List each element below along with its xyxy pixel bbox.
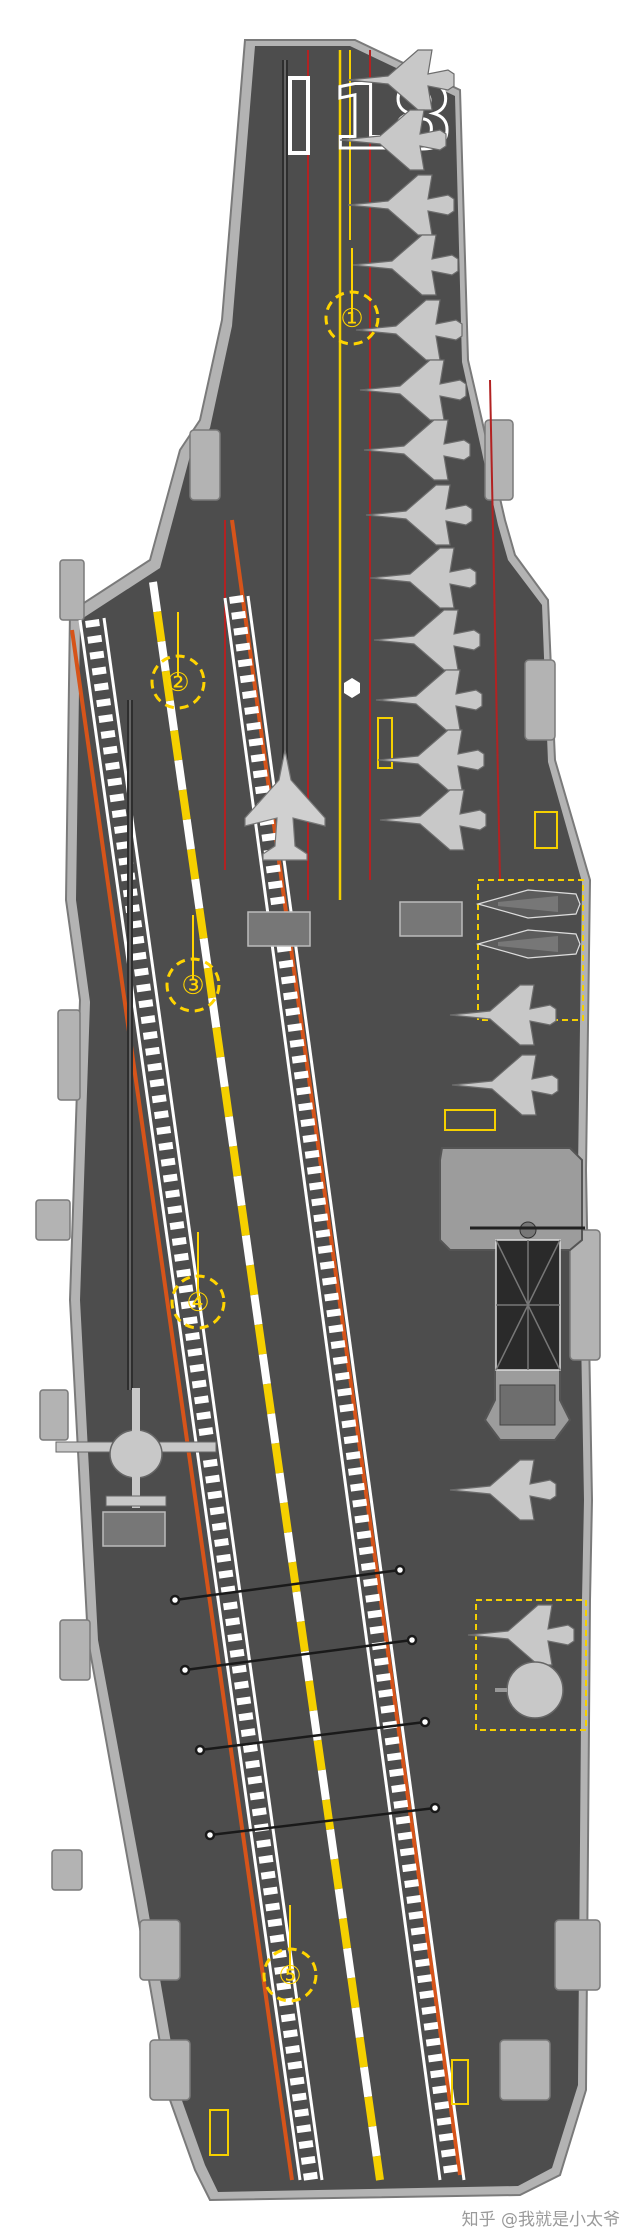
aew-aircraft <box>55 1388 217 1508</box>
spot-marker-label: ③ <box>181 971 204 1001</box>
deck-elevators <box>102 901 463 1547</box>
parked-fighter <box>369 547 477 609</box>
parked-fighter <box>365 484 473 546</box>
parked-fighter <box>347 174 455 236</box>
bow-catapults <box>282 50 351 900</box>
spot-marker-label: ② <box>166 668 189 698</box>
flight-deck <box>76 46 584 2192</box>
spot-marker-label: ⑤ <box>278 1961 301 1991</box>
island-superstructure <box>439 1147 585 1441</box>
parked-fighter <box>451 1054 559 1116</box>
stealth-aircraft-group <box>475 889 581 959</box>
parked-fighter <box>449 984 557 1046</box>
arresting-wires <box>169 1564 441 1841</box>
parked-fighter <box>351 234 459 296</box>
spot-marker-label: ④ <box>186 1288 209 1318</box>
helicopter <box>495 1661 564 1719</box>
parked-aircraft-group <box>339 49 575 1666</box>
parked-fighter <box>359 359 467 421</box>
parked-fighter <box>379 789 487 851</box>
deck-marker-hex <box>344 678 360 698</box>
deck-guide-lines <box>224 50 501 900</box>
parked-fighter <box>363 419 471 481</box>
angled-deck-markings <box>70 519 466 2181</box>
parking-boxes <box>209 717 587 2156</box>
parked-fighter <box>449 1459 557 1521</box>
spot-marker-label: ① <box>340 304 363 334</box>
launching-fighter <box>244 749 326 861</box>
parked-fighter <box>339 109 447 171</box>
watermark-text: 知乎 @我就是小太爷 <box>461 2210 620 2230</box>
spot-marker-group: ① ② ③ ④ ⑤ <box>150 248 380 2003</box>
parked-fighter <box>355 299 463 361</box>
